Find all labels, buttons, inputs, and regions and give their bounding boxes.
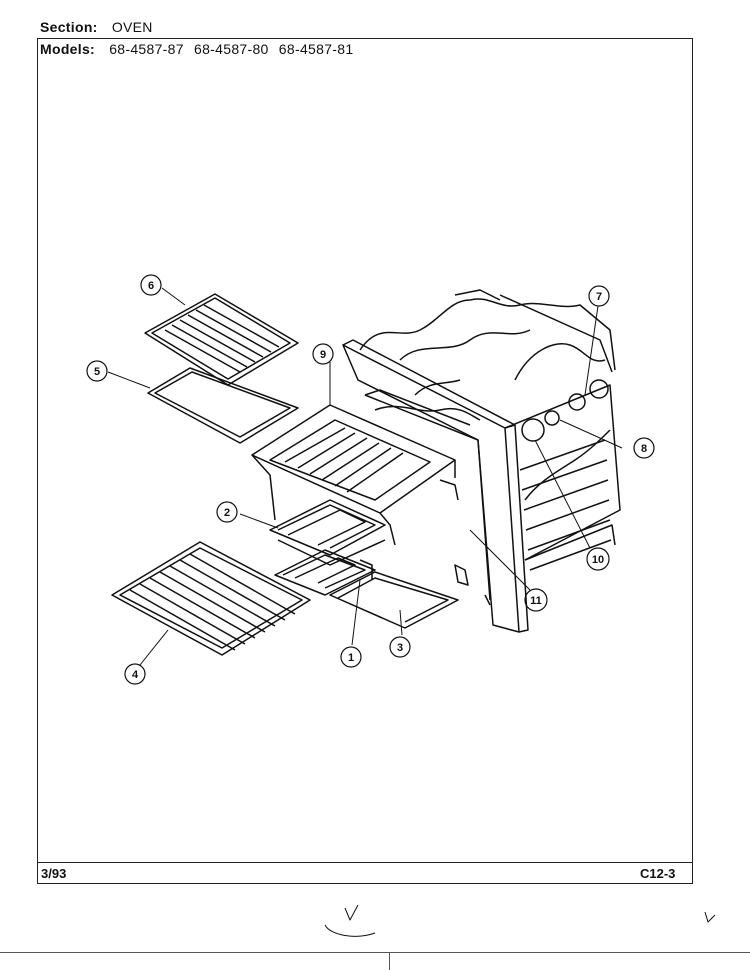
section-header: Section: OVEN	[40, 19, 153, 35]
callout-9: 9	[320, 349, 326, 361]
callout-8: 8	[641, 443, 647, 455]
callout-11: 11	[530, 595, 542, 607]
page-tick-mark	[389, 952, 390, 970]
callouts	[86, 274, 655, 685]
models-label: Models:	[40, 41, 95, 57]
oven-bottom	[329, 571, 459, 629]
callout-3: 3	[397, 642, 403, 654]
callout-circle-6	[140, 274, 162, 296]
footer-divider	[38, 862, 692, 863]
callout-4: 4	[132, 669, 139, 681]
callout-circle-11	[524, 588, 548, 612]
callout-7: 7	[596, 291, 602, 303]
callout-labels: 1 2 3 4 5 6 7 8 9 10 11	[94, 280, 647, 681]
oven-rack	[111, 541, 311, 656]
bake-element	[269, 499, 386, 566]
callout-circle-4	[124, 663, 146, 685]
broil-pan-grid	[144, 293, 299, 386]
callout-circle-2	[216, 501, 238, 523]
callout-2: 2	[224, 507, 230, 519]
bake-element-cover	[251, 404, 456, 546]
callout-1: 1	[348, 652, 354, 664]
diagram-frame	[37, 38, 693, 884]
section-label: Section:	[40, 19, 98, 35]
oven-light-assembly	[521, 379, 609, 442]
callout-circle-3	[389, 636, 411, 658]
callout-10: 10	[592, 554, 604, 566]
broil-pan	[147, 367, 299, 444]
callout-circle-1	[340, 646, 362, 668]
callout-circle-8	[633, 437, 655, 459]
page-bottom-rule	[0, 952, 750, 953]
models-header: Models: 68-4587-87 68-4587-80 68-4587-81	[40, 41, 353, 57]
signature-mark	[324, 904, 716, 937]
callout-circle-7	[588, 285, 610, 307]
footer-page-code: C12-3	[640, 866, 676, 881]
section-value: OVEN	[111, 19, 153, 35]
callout-5: 5	[94, 366, 100, 378]
callout-circle-9	[312, 343, 334, 365]
leader-lines	[107, 287, 623, 666]
callout-circle-10	[586, 547, 610, 571]
models-value: 68-4587-87 68-4587-80 68-4587-81	[109, 41, 354, 57]
footer-date: 3/93	[41, 866, 67, 881]
callout-circle-5	[86, 360, 108, 382]
broil-element	[274, 549, 376, 596]
callout-6: 6	[148, 280, 154, 292]
